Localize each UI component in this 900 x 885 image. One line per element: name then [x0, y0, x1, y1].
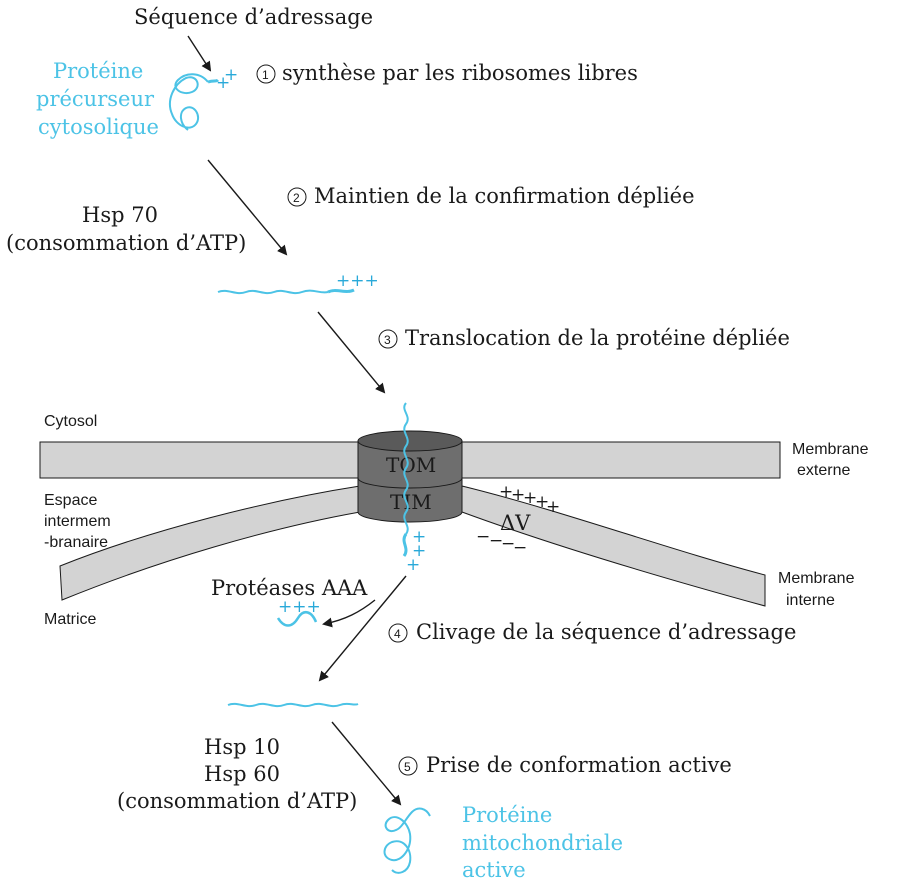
unfolded-protein-icon [217, 288, 355, 295]
negative-charge-4: − [513, 538, 527, 558]
step-4-number-circle [388, 623, 408, 643]
step-5-number-circle [398, 756, 418, 776]
step-1-number: 1 [262, 68, 269, 82]
proteases-label: Protéases AAA [211, 576, 368, 600]
intermembrane-space-label: Espace intermem -branaire [44, 492, 111, 551]
inner-membrane-label-line2: interne [786, 592, 835, 609]
precursor-protein-label: Protéine précurseur cytosolique [36, 59, 159, 139]
membrane-potential: + + + + + ΔV − − − − [476, 482, 560, 558]
chaperonin-line2: Hsp 60 [204, 762, 280, 786]
cleaved-sequence-charges: +++ [278, 597, 321, 617]
precursor-plus-charge: + [216, 73, 230, 93]
tom-top [357, 430, 463, 452]
active-label-line1: Protéine [462, 803, 552, 827]
delta-v-label: ΔV [500, 511, 531, 535]
matrix-unfolded-protein-icon [227, 702, 359, 708]
translocating-protein-icon [402, 402, 409, 557]
arrow-to-pore [317, 311, 386, 394]
tom-tim-pore: TOM TIM [357, 430, 463, 523]
matrix-label: Matrice [44, 611, 97, 628]
step-4-text: Clivage de la séquence d’adressage [416, 620, 796, 644]
active-protein-label: Protéine mitochondriale active [462, 803, 623, 882]
inner-membrane-right [461, 485, 766, 607]
positive-charge-4: + [535, 492, 549, 512]
cytosol-label: Cytosol [44, 413, 97, 430]
precursor-label-line2: précurseur [36, 87, 155, 111]
step-2-number: 2 [293, 191, 300, 205]
intermembrane-line1: Espace [44, 492, 97, 509]
active-label-line2: mitochondriale [462, 831, 623, 855]
active-protein-icon [383, 807, 431, 874]
step-5-text: Prise de conformation active [426, 753, 732, 777]
hsp70-line1: Hsp 70 [82, 203, 158, 227]
intermembrane-line3: -branaire [44, 534, 108, 551]
addressing-sequence-arrow [187, 35, 212, 72]
addressing-sequence-label: Séquence d’adressage [134, 5, 373, 29]
unfolded-protein-charges: +++ [336, 271, 379, 291]
arrow-to-matrix-protein [318, 575, 407, 682]
step-2-number-circle [287, 187, 307, 207]
tom-body [357, 440, 463, 489]
hsp70-label: Hsp 70 (consommation d’ATP) [6, 203, 246, 255]
hsp70-line2: (consommation d’ATP) [6, 231, 246, 255]
positive-charge-2: + [511, 485, 525, 505]
step-3-number: 3 [384, 333, 391, 347]
translocating-charge-2: + [412, 541, 426, 561]
negative-charge-3: − [501, 534, 515, 554]
positive-charge-3: + [523, 488, 537, 508]
intermembrane-line2: intermem [44, 513, 111, 530]
cleaved-sequence-icon [276, 610, 318, 627]
positive-charge-5: + [546, 497, 560, 517]
precursor-label-line3: cytosolique [38, 115, 159, 139]
chaperonin-label: Hsp 10 Hsp 60 (consommation d’ATP) [117, 735, 357, 813]
step-3-number-circle [378, 329, 398, 349]
outer-membrane-label-line2: externe [797, 462, 850, 479]
step-3-text: Translocation de la protéine dépliée [405, 326, 790, 350]
cleavage-arrow [322, 599, 376, 628]
step-2-text: Maintien de la confirmation dépliée [314, 184, 695, 208]
step-5-number: 5 [404, 760, 411, 774]
inner-membrane-label-line1: Membrane [778, 570, 855, 587]
step-1-number-circle [256, 64, 276, 84]
outer-membrane-label-line1: Membrane [792, 441, 869, 458]
negative-charge-1: − [476, 527, 490, 547]
chaperonin-line1: Hsp 10 [204, 735, 280, 759]
step-2: 2 Maintien de la confirmation dépliée [287, 184, 695, 208]
precursor-label-line1: Protéine [53, 59, 143, 83]
positive-charge-1: + [499, 482, 513, 502]
precursor-protein-icon [168, 73, 220, 131]
step-1: 1 synthèse par les ribosomes libres [256, 61, 638, 85]
step-1-text: synthèse par les ribosomes libres [282, 61, 638, 85]
step-3: 3 Translocation de la protéine dépliée [378, 326, 790, 350]
translocating-charge-3: + [406, 555, 420, 575]
step-4-number: 4 [394, 627, 401, 641]
arrow-to-active-protein [331, 721, 402, 806]
arrow-to-hsp70 [207, 159, 288, 256]
negative-charge-2: − [489, 531, 503, 551]
tim-label: TIM [390, 490, 432, 514]
tom-label: TOM [386, 453, 436, 477]
active-label-line3: active [462, 858, 526, 882]
precursor-plus-charge-2: + [224, 65, 238, 85]
step-5: 5 Prise de conformation active [398, 753, 732, 777]
chaperonin-line3: (consommation d’ATP) [117, 789, 357, 813]
translocating-charge-1: + [412, 527, 426, 547]
tim-body [357, 477, 463, 523]
step-4: 4 Clivage de la séquence d’adressage [388, 620, 796, 644]
